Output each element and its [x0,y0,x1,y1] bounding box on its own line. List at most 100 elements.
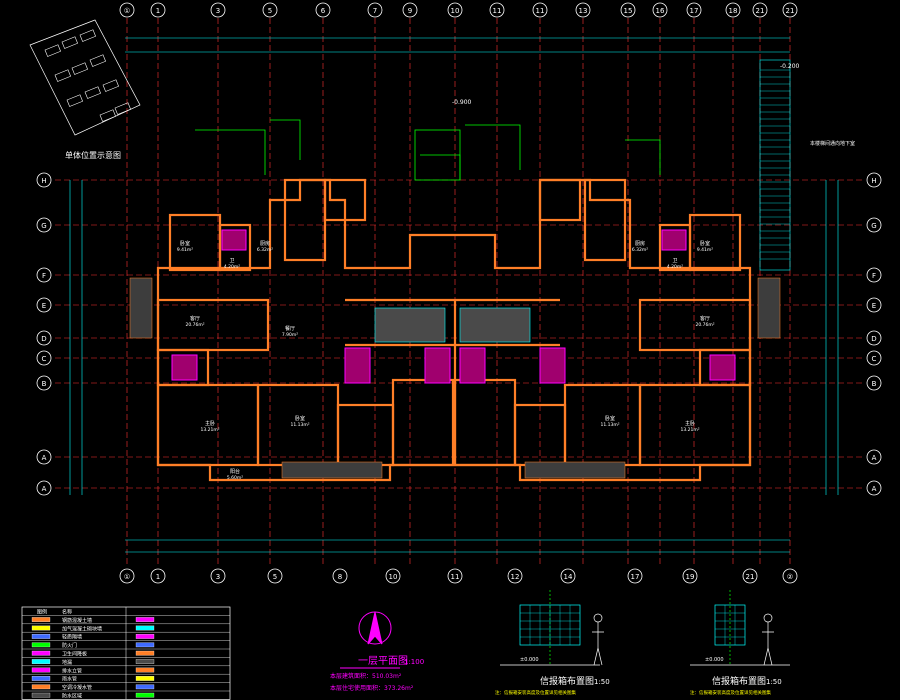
svg-text:11: 11 [493,7,502,15]
grid-bubble-left: D [36,330,52,346]
room-label: 餐厅7.90m² [282,325,298,338]
svg-text:H: H [871,177,876,185]
legend-table: 图例名称钢筋混凝土墙加气混凝土砌块墙轻质隔墙防火门卫生间降板地漏排水立管雨水管空… [21,606,231,700]
grid-bubble-bottom: 11 [447,568,463,584]
grid-bubble-right: D [866,330,882,346]
svg-text:16: 16 [656,7,665,15]
grid-bubble-right: C [866,350,882,366]
key-plan-block [84,86,101,99]
svg-text:阳台: 阳台 [230,468,240,475]
area-note-1: 本层建筑面积：510.03m² [330,672,402,680]
svg-text:21: 21 [756,7,765,15]
svg-text:13: 13 [579,7,588,15]
svg-text:12: 12 [511,573,520,581]
grid-bubble-left: H [36,172,52,188]
legend-row: 钢筋混凝土墙 [31,617,155,624]
grid-bubble-right: G [866,217,882,233]
svg-text:厨房: 厨房 [260,240,270,247]
person-figure-right-icon [762,613,774,666]
grid-bubble-bottom: 17 [627,568,643,584]
legend-row: 防水区域 [31,693,155,700]
svg-text:9.41m²: 9.41m² [177,247,193,253]
legend-row: 图例名称 [37,609,72,616]
legend-row: 排水立管 [31,667,155,674]
svg-text:1: 1 [156,573,160,581]
mailbox-title-right: 信报箱布置图 [712,675,766,687]
mailbox-note-left: 注：信报箱安装高度及位置详见相关图集 [495,689,576,696]
room-labels: 卧室9.41m²卫4.20m²厨房6.32m²客厅20.76m²餐厅7.90m²… [177,240,715,481]
svg-text:防火门: 防火门 [62,642,77,649]
svg-text:10: 10 [451,7,460,15]
grid-bubble-left: C [36,350,52,366]
wet-areas [171,229,736,384]
svg-text:加气混凝土砌块墙: 加气混凝土砌块墙 [62,625,102,632]
svg-text:6.32m²: 6.32m² [257,247,273,253]
svg-text:卫: 卫 [672,258,677,264]
svg-text:G: G [871,222,876,230]
grid-bubble-bottom: 10 [385,568,401,584]
svg-text:空调冷凝水管: 空调冷凝水管 [62,684,92,691]
legend-row: 加气混凝土砌块墙 [31,625,155,632]
svg-text:F: F [42,272,46,280]
svg-text:B: B [872,380,877,388]
grid-bubble-bottom: 19 [682,568,698,584]
grid-bubble-bottom: ② [782,568,798,584]
svg-text:11.13m²: 11.13m² [290,422,309,428]
grid-bubble-left: F [36,267,52,283]
grid-bubble-top: 11 [489,2,505,18]
svg-text:客厅: 客厅 [190,315,200,322]
svg-text:客厅: 客厅 [700,315,710,322]
svg-text:主卧: 主卧 [685,420,695,427]
svg-text:9: 9 [408,7,412,15]
mailbox-grid-left [520,605,580,645]
grid-bubble-bottom: 3 [210,568,226,584]
legend-row: 防火门 [31,642,155,649]
mailbox-grid-right [715,605,745,645]
svg-text:11.13m²: 11.13m² [600,422,619,428]
svg-text:13.21m²: 13.21m² [680,427,699,433]
svg-text:1: 1 [156,7,160,15]
exterior-stair [759,59,791,271]
svg-text:7.90m²: 7.90m² [282,332,298,338]
grid-bubble-top: 7 [367,2,383,18]
grid-bubble-right: F [866,267,882,283]
grid-bubble-top: 11 [532,2,548,18]
svg-text:5: 5 [268,7,272,15]
svg-text:19: 19 [686,573,695,581]
grid-bubble-right: A [866,449,882,465]
key-plan [29,19,141,136]
svg-text:钢筋混凝土墙: 钢筋混凝土墙 [62,617,92,624]
svg-text:21: 21 [786,7,795,15]
svg-text:15: 15 [624,7,633,15]
svg-text:排水立管: 排水立管 [62,667,82,674]
elevation-top-right: -0.200 [780,63,800,70]
key-plan-blocks [44,29,131,122]
key-plan-block [44,44,61,57]
svg-text:9.41m²: 9.41m² [697,247,713,253]
svg-text:3: 3 [216,7,220,15]
elevation-right: ±0.000 [705,657,724,663]
svg-text:轻质隔墙: 轻质隔墙 [62,634,82,641]
grid-bubble-bottom: 5 [267,568,283,584]
key-plan-block [61,36,78,49]
grid-bubble-top: ① [119,2,135,18]
legend-row: 轻质隔墙 [31,634,155,641]
svg-text:18: 18 [729,7,738,15]
grid-bubble-right: A [866,480,882,496]
svg-text:14: 14 [564,573,573,581]
grid-bubble-top: 1 [150,2,166,18]
grid-bubble-bottom: 14 [560,568,576,584]
hatched-areas [129,277,781,479]
key-plan-block [79,29,96,42]
svg-text:D: D [41,335,46,343]
grid-bubble-left: E [36,297,52,313]
svg-text:D: D [871,335,876,343]
svg-text:3: 3 [216,573,220,581]
